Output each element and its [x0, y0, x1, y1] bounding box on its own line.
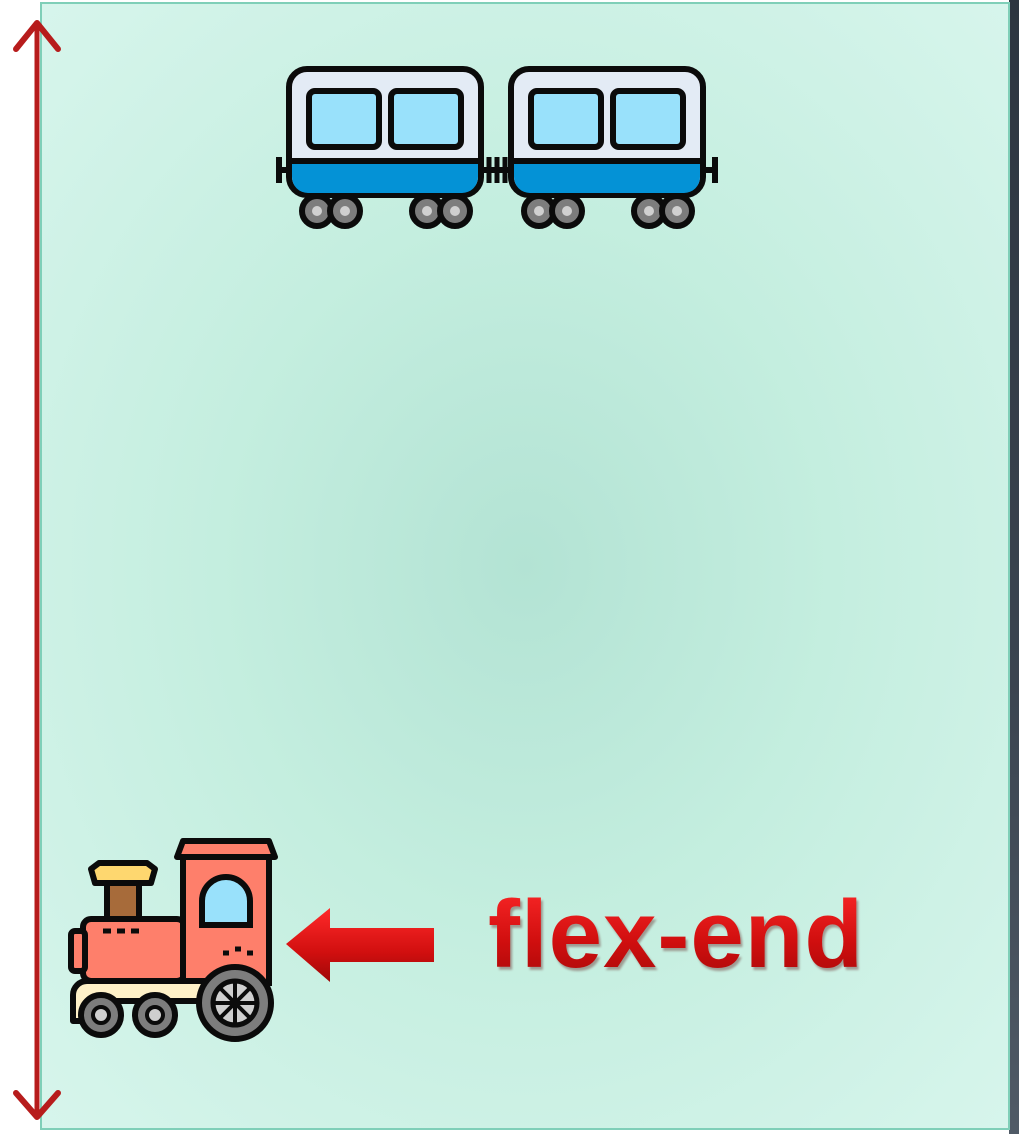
- locomotive-icon: [68, 838, 278, 1042]
- flex-end-label: flex-end: [488, 881, 865, 988]
- double-arrow-vertical-icon: [13, 20, 61, 1120]
- right-edge-strip: [1009, 0, 1019, 1134]
- train-car-icon: [276, 66, 484, 229]
- arrow-left-icon: [286, 908, 434, 982]
- coupler-icon: [481, 157, 511, 183]
- train-car-icon: [508, 66, 718, 229]
- train-cars-icon: [276, 66, 718, 229]
